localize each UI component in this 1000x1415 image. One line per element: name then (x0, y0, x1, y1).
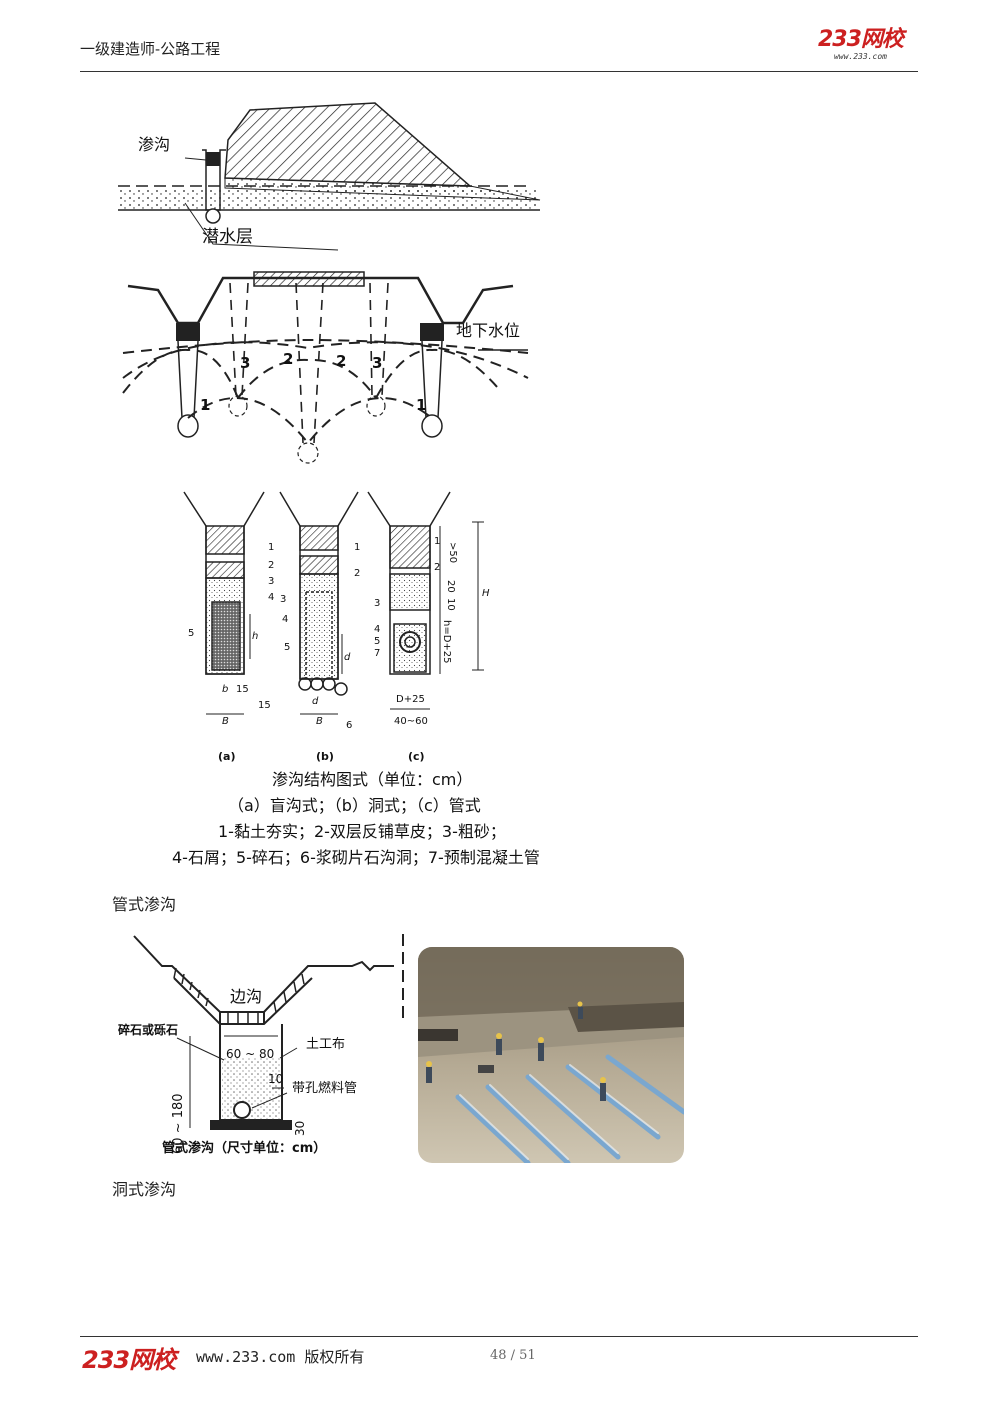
dim-c-10: 10 (445, 598, 456, 611)
dim-a-4: 4 (268, 592, 274, 603)
dim-c-h: h=D+25 (441, 620, 452, 664)
footer-divider (80, 1336, 918, 1337)
dim-c-3: 3 (374, 598, 380, 609)
dim-c-5: 5 (374, 636, 380, 647)
header-logo: 233网校 www.233.com (818, 27, 904, 62)
dim-10: 10 (268, 1072, 283, 1086)
figure-embankment-seepage: 渗沟 潜水层 (118, 102, 541, 251)
construction-photo (418, 947, 684, 1163)
dim-b-4: 4 (282, 614, 288, 625)
curve-label-3b: 3 (372, 354, 382, 372)
label-geotextile: 土工布 (306, 1037, 345, 1052)
dim-c-7: 7 (374, 648, 380, 659)
panel-label-a: (a) (218, 750, 235, 763)
dim-b-1: 1 (354, 542, 360, 553)
figure-seepage-structures: 1 2 3 4 5 h b 15 B 15 1 2 3 4 5 d d B 6 … (183, 491, 490, 763)
figure4-caption: 管式渗沟（尺寸单位：cm） (162, 1140, 326, 1156)
dim-a-h: h (252, 631, 258, 642)
curve-label-2b: 2 (336, 352, 346, 370)
figure-caption-line3: 1-黏土夯实；2-双层反铺草皮；3-粗砂； (218, 822, 506, 841)
dim-a-2: 2 (268, 560, 274, 571)
dim-a-B: B (222, 716, 229, 727)
dim-width-60-80: 60 ~ 80 (226, 1047, 274, 1061)
label-perforated-pipe: 带孔燃料管 (292, 1080, 357, 1096)
dim-c-50: >50 (447, 542, 458, 563)
header-divider (80, 71, 918, 72)
figure-caption-line1: 渗沟结构图式（单位：cm） (272, 770, 473, 789)
curve-label-1b: 1 (416, 396, 426, 414)
dim-a-1: 1 (268, 542, 274, 553)
dim-a-15b: 15 (258, 700, 271, 711)
curve-label-2a: 2 (283, 350, 293, 368)
dim-a-3: 3 (268, 576, 274, 587)
dim-b-d2: d (312, 696, 319, 707)
dim-depth-60-180: 60 ~ 180 (171, 1093, 186, 1154)
dim-c-4: 4 (374, 624, 380, 635)
section-heading-pipe-drain: 管式渗沟 (112, 895, 177, 914)
figure-caption-line4: 4-石屑；5-碎石；6-浆砌片石沟洞；7-预制混凝土管 (172, 848, 540, 867)
label-side-ditch: 边沟 (230, 987, 262, 1006)
dim-c-20: 20 (445, 580, 456, 593)
label-phreatic-layer: 潜水层 (202, 227, 253, 247)
dim-b-3: 3 (280, 594, 286, 605)
dim-c-2: 2 (434, 562, 440, 573)
label-gravel: 碎石或砾石 (118, 1022, 178, 1037)
dim-c-1: 1 (434, 536, 440, 547)
label-groundwater-level: 地下水位 (456, 321, 520, 340)
dim-a-5: 5 (188, 628, 194, 639)
dim-a-15a: 15 (236, 684, 249, 695)
dim-a-b: b (222, 684, 228, 695)
curve-label-1a: 1 (200, 396, 210, 414)
footer-logo: 233网校 (82, 1346, 176, 1374)
label-seepage-ditch: 渗沟 (138, 135, 170, 154)
curve-label-3a: 3 (240, 354, 250, 372)
figure-caption-line2: （a）盲沟式；（b）洞式；（c）管式 (228, 796, 481, 815)
dim-b-6: 6 (346, 720, 352, 731)
dim-b-2: 2 (354, 568, 360, 579)
embankment-shape (224, 102, 473, 187)
header-title: 一级建造师-公路工程 (80, 40, 221, 58)
figure-groundwater-section: 地下水位 1 3 2 2 3 1 (122, 271, 529, 464)
dim-b-5: 5 (284, 642, 290, 653)
dim-b-B: B (316, 716, 323, 727)
panel-label-c: (c) (408, 750, 425, 763)
dim-30: 30 (293, 1121, 307, 1136)
section-heading-tunnel-drain: 洞式渗沟 (112, 1180, 177, 1199)
dim-c-H: H (482, 588, 490, 599)
figure-pipe-drain: 边沟 碎石或砾石 土工布 带孔燃料管 60 ~ 80 10 30 60 ~ 18… (118, 934, 404, 1156)
page-number: 48 / 51 (490, 1348, 536, 1363)
panel-label-b: (b) (316, 750, 334, 763)
footer-copyright: www.233.com 版权所有 (196, 1348, 365, 1366)
dim-c-D25: D+25 (396, 694, 425, 705)
dim-c-4060: 40~60 (394, 716, 428, 727)
dim-b-d1: d (344, 652, 351, 663)
